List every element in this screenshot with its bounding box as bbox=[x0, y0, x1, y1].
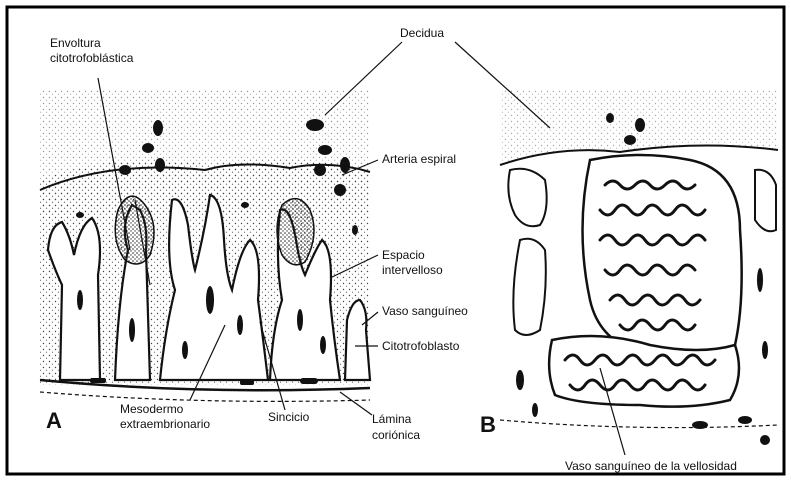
cytotrophoblastic-shell-2 bbox=[277, 199, 314, 265]
label-mesodermo-line2: extraembrionario bbox=[120, 417, 210, 431]
panel-b-letter: B bbox=[480, 412, 496, 438]
label-lamina-line1: Lámina bbox=[372, 412, 411, 426]
label-envoltura-line2: citotrofoblástica bbox=[50, 51, 133, 65]
label-lamina-line2: coriónica bbox=[372, 428, 420, 442]
label-envoltura-line1: Envoltura bbox=[50, 36, 101, 50]
label-vaso-vellosidad: Vaso sanguíneo de la vellosidad bbox=[565, 459, 737, 473]
panel-a-letter: A bbox=[46, 408, 62, 434]
label-espacio-line2: intervelloso bbox=[382, 263, 443, 277]
label-sincicio: Sincicio bbox=[268, 410, 309, 424]
panel-b-drawing bbox=[455, 42, 778, 455]
label-arteria-espiral: Arteria espiral bbox=[382, 152, 456, 166]
panel-a-drawing bbox=[40, 42, 402, 415]
chorionic-plate-dashed bbox=[40, 392, 370, 401]
label-vaso-sanguineo: Vaso sanguíneo bbox=[382, 304, 468, 318]
label-citotrofoblasto: Citotrofoblasto bbox=[382, 339, 459, 353]
villus-b-right bbox=[755, 170, 776, 231]
label-mesodermo-line1: Mesodermo bbox=[120, 402, 183, 416]
label-espacio-line1: Espacio bbox=[382, 248, 425, 262]
label-decidua: Decidua bbox=[400, 26, 444, 40]
villus-b-left-2 bbox=[513, 239, 545, 335]
